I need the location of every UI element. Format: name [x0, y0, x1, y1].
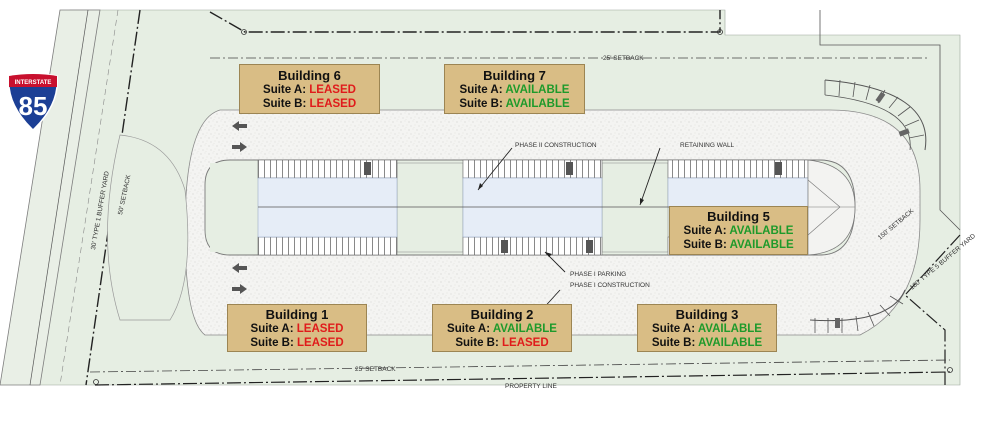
- interstate-shield-icon: INTERSTATE 85: [7, 73, 59, 132]
- setback-top-label: 25' SETBACK: [603, 55, 644, 62]
- suite-b-status: LEASED: [297, 336, 344, 349]
- suite-b-status: AVAILABLE: [698, 336, 763, 349]
- phase1-construction-label: PHASE I CONSTRUCTION: [570, 282, 650, 289]
- building-6[interactable]: Building 6 Suite A: LEASED Suite B: LEAS…: [239, 64, 380, 114]
- suite-a-status: AVAILABLE: [697, 322, 762, 335]
- property-line-label: PROPERTY LINE: [505, 383, 557, 390]
- suite-a-label: Suite A:: [652, 322, 696, 335]
- suite-b-status: LEASED: [309, 97, 357, 110]
- suite-b-status: AVAILABLE: [505, 97, 570, 110]
- building-title: Building 5: [707, 209, 770, 224]
- suite-b-label: Suite B:: [250, 336, 294, 349]
- building-title: Building 7: [483, 67, 546, 83]
- suite-b-status: LEASED: [502, 336, 549, 349]
- suite-a-label: Suite A:: [447, 322, 491, 335]
- interstate-label: INTERSTATE: [15, 80, 52, 86]
- interstate-number: 85: [19, 91, 48, 121]
- building-2[interactable]: Building 2 Suite A: AVAILABLE Suite B: L…: [432, 304, 572, 352]
- highway-corridor: [0, 9, 101, 386]
- phase2-label: PHASE II CONSTRUCTION: [515, 142, 597, 149]
- suite-b-label: Suite B:: [651, 336, 696, 349]
- suite-a-label: Suite A:: [250, 322, 294, 335]
- setback-bottom-label: 25' SETBACK: [355, 366, 396, 373]
- building-title: Building 2: [470, 306, 534, 322]
- building-title: Building 6: [278, 67, 341, 83]
- turnaround-stalls-bottom: [814, 295, 904, 333]
- building-title: Building 3: [675, 306, 739, 322]
- building-3[interactable]: Building 3 Suite A: AVAILABLE Suite B: A…: [637, 304, 777, 352]
- suite-b-label: Suite B:: [459, 97, 503, 110]
- suite-a-status: AVAILABLE: [729, 225, 794, 237]
- suite-a-label: Suite A:: [459, 83, 503, 96]
- building-7[interactable]: Building 7 Suite A: AVAILABLE Suite B: A…: [444, 64, 585, 114]
- suite-a-status: LEASED: [296, 322, 344, 335]
- suite-b-label: Suite B:: [683, 239, 727, 251]
- direction-arrows: [232, 121, 247, 294]
- building-title: Building 1: [265, 306, 329, 322]
- suite-b-status: AVAILABLE: [729, 239, 794, 251]
- phase1-parking-label: PHASE I PARKING: [570, 271, 626, 278]
- suite-a-label: Suite A:: [683, 225, 727, 237]
- suite-b-label: Suite B:: [262, 97, 307, 110]
- suite-a-status: AVAILABLE: [492, 322, 557, 335]
- suite-a-status: AVAILABLE: [505, 83, 570, 96]
- retaining-wall-label: RETAINING WALL: [680, 142, 735, 149]
- building-1[interactable]: Building 1 Suite A: LEASED Suite B: LEAS…: [227, 304, 367, 352]
- suite-a-status: LEASED: [309, 83, 356, 96]
- suite-a-label: Suite A:: [263, 83, 307, 96]
- suite-b-label: Suite B:: [455, 336, 499, 349]
- building-5[interactable]: Building 5 Suite A: AVAILABLE Suite B: A…: [669, 206, 808, 255]
